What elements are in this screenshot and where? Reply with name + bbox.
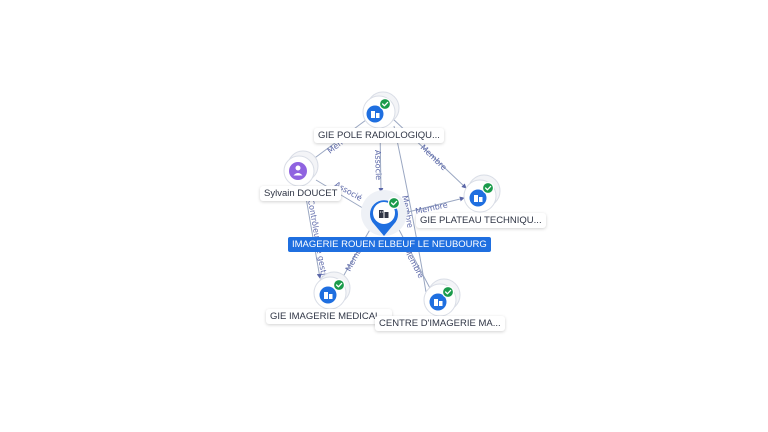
node-gie-imagerie-medical[interactable]: [313, 271, 351, 310]
edge-main-plateau[interactable]: [399, 196, 465, 215]
node-label-person[interactable]: Sylvain DOUCET: [260, 186, 342, 201]
edge-person-medical[interactable]: [303, 185, 322, 279]
node-centre-d-imagerie[interactable]: [423, 278, 461, 317]
building-icon: [434, 299, 443, 306]
node-gie-pole-radiologique[interactable]: [362, 91, 400, 129]
building-icon: [379, 210, 389, 218]
person-icon: [293, 165, 303, 176]
node-gie-plateau-technique[interactable]: [463, 174, 501, 213]
node-label-pole[interactable]: GIE POLE RADIOLOGIQU...: [314, 128, 444, 143]
node-sylvain-doucet[interactable]: [283, 150, 319, 187]
edge-main-centre[interactable]: [395, 223, 433, 293]
node-label-medical[interactable]: GIE IMAGERIE MEDICAL...: [266, 309, 393, 324]
edge-main-medical[interactable]: [339, 225, 373, 283]
node-imagerie-rouen-elbeuf[interactable]: [361, 190, 407, 236]
verified-check-icon: [387, 196, 401, 210]
verified-check-icon: [481, 181, 495, 195]
building-icon: [474, 195, 483, 202]
edge-label-pole-main: Associe: [373, 150, 383, 181]
edge-label-pole-plateau: Membre: [419, 143, 449, 172]
node-label-main[interactable]: IMAGERIE ROUEN ELBEUF LE NEUBOURG: [288, 237, 491, 252]
verified-check-icon: [332, 278, 346, 292]
node-label-centre[interactable]: CENTRE D'IMAGERIE MA...: [375, 316, 505, 331]
building-icon: [324, 292, 333, 299]
building-icon: [371, 111, 380, 118]
verified-check-icon: [441, 285, 455, 299]
node-label-plateau[interactable]: GIE PLATEAU TECHNIQU...: [416, 213, 546, 228]
verified-check-icon: [378, 97, 392, 111]
